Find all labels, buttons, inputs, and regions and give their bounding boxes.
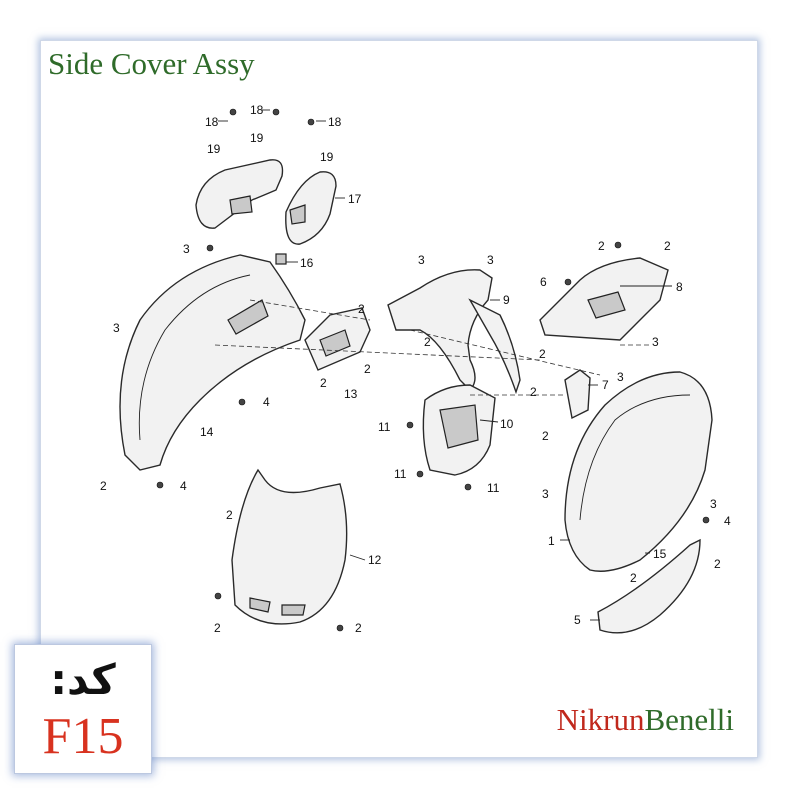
- part-16-clip: [275, 253, 287, 265]
- callout-11-c: 11: [487, 481, 500, 495]
- callout-18-c: 18: [328, 115, 342, 129]
- callout-10: 10: [500, 417, 514, 431]
- callout-8: 8: [676, 280, 683, 294]
- part-5-trim-strip: [597, 538, 701, 634]
- callout-13: 13: [344, 387, 358, 401]
- part-12-bottom-cover: [231, 468, 348, 625]
- callout-2-d: 2: [364, 362, 371, 376]
- code-label: کد:: [50, 655, 116, 704]
- page-title: Side Cover Assy: [48, 46, 255, 81]
- callout-3-e: 3: [652, 335, 659, 349]
- callout-18-b: 18: [250, 103, 264, 117]
- callout-2-a: 2: [100, 479, 107, 493]
- callout-3-c: 3: [418, 253, 425, 267]
- callout-5: 5: [574, 613, 581, 627]
- callout-19-c: 19: [320, 150, 334, 164]
- callout-4-a: 4: [263, 395, 270, 409]
- callout-2-n: 2: [714, 557, 721, 571]
- callout-7: 7: [602, 378, 609, 392]
- callout-2-b: 2: [358, 302, 365, 316]
- part-code-box: کد: F15: [14, 644, 152, 774]
- callout-19-b: 19: [250, 131, 264, 145]
- part-1-right-side-cover: [564, 371, 713, 572]
- part-13-bracket: [304, 307, 371, 371]
- callout-14: 14: [200, 425, 214, 439]
- part-8-tray: [539, 257, 669, 341]
- callout-11-a: 11: [378, 420, 391, 434]
- callout-3-d: 3: [487, 253, 494, 267]
- callout-3-a: 3: [183, 242, 190, 256]
- callout-4-b: 4: [180, 479, 187, 493]
- callout-2-h: 2: [424, 335, 431, 349]
- callout-2-i: 2: [598, 239, 605, 253]
- callout-19-a: 19: [207, 142, 221, 156]
- brand-part-benelli: Benelli: [644, 702, 734, 737]
- callout-17: 17: [348, 192, 362, 206]
- part-7-bracket: [564, 369, 591, 420]
- callout-9: 9: [503, 293, 510, 307]
- callout-2-k: 2: [539, 347, 546, 361]
- callout-3-g: 3: [542, 487, 549, 501]
- callout-2-m: 2: [542, 429, 549, 443]
- callout-2-c: 2: [320, 376, 327, 390]
- callout-2-l: 2: [530, 385, 537, 399]
- callout-11-b: 11: [394, 467, 407, 481]
- part-10-center-lower-box: [422, 384, 496, 476]
- part-9-center-upper-cover: [387, 269, 521, 395]
- callout-2-o: 2: [630, 571, 637, 585]
- callout-16: 16: [300, 256, 314, 270]
- callout-4-c: 4: [724, 514, 731, 528]
- brand-name: NikrunBenelli: [557, 702, 734, 738]
- code-value: F15: [42, 708, 124, 765]
- part-17-grab-rail: [195, 159, 337, 245]
- callout-2-f: 2: [214, 621, 221, 635]
- callout-3-h: 3: [710, 497, 717, 511]
- callout-15: 15: [653, 547, 667, 561]
- part-14-left-inner-cover: [119, 254, 306, 471]
- callout-2-g: 2: [355, 621, 362, 635]
- callout-2-j: 2: [664, 239, 671, 253]
- callout-3-f: 3: [617, 370, 624, 384]
- callout-2-e: 2: [226, 508, 233, 522]
- brand-part-nikrun: Nikrun: [556, 702, 645, 737]
- callout-1: 1: [548, 534, 555, 548]
- callout-6: 6: [540, 275, 547, 289]
- callout-3-b: 3: [113, 321, 120, 335]
- callout-18-a: 18: [205, 115, 219, 129]
- callout-12: 12: [368, 553, 382, 567]
